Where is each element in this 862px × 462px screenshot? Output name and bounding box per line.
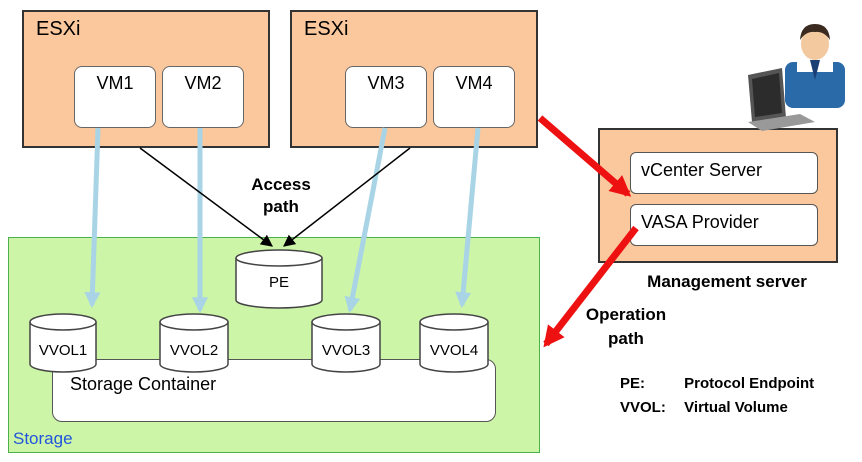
esxi-host-1-label: ESXi [36, 18, 81, 40]
operation-arrow-to-vasa [537, 115, 632, 197]
vm3-label: VM3 [367, 73, 405, 93]
legend-row-vvol: VVOL: Virtual Volume [620, 399, 788, 416]
vm2: VM2 [162, 66, 244, 128]
storage-label: Storage [13, 429, 73, 448]
legend-row-pe: PE: Protocol Endpoint [620, 375, 814, 392]
storage-container [52, 359, 496, 422]
vcenter-server: vCenter Server [630, 152, 818, 194]
vm4: VM4 [433, 66, 515, 128]
vasa-provider: VASA Provider [630, 204, 818, 246]
access-line-host1 [139, 147, 273, 247]
legend-term-pe: PE: [620, 375, 646, 392]
vvol4-cylinder [419, 313, 489, 373]
io-arrow-vm3 [344, 127, 388, 314]
operation-path-line2: path [608, 329, 644, 348]
vvol4-label: VVOL4 [429, 342, 479, 359]
esxi-host-2-label: ESXi [304, 18, 349, 40]
vvol3-cylinder [311, 313, 381, 373]
vm1: VM1 [74, 66, 156, 128]
operation-path-line1: Operation [585, 305, 667, 324]
access-path-line2: path [263, 197, 299, 216]
management-server-caption: Management server [647, 272, 807, 291]
vvol2-label: VVOL2 [169, 342, 219, 359]
vm1-label: VM1 [96, 73, 134, 93]
io-arrow-vm4 [455, 127, 481, 309]
vm2-label: VM2 [184, 73, 222, 93]
operation-arrow-to-storage [543, 225, 639, 348]
vcenter-server-label: vCenter Server [641, 160, 763, 180]
legend-term-vvol: VVOL: [620, 399, 666, 416]
legend-def-pe: Protocol Endpoint [684, 375, 815, 392]
vvol2-cylinder [159, 313, 229, 373]
io-arrow-vm1 [84, 127, 101, 309]
vasa-provider-label: VASA Provider [641, 212, 759, 232]
admin-person-laptop-icon [748, 24, 845, 131]
vm3: VM3 [345, 66, 427, 128]
pe-label: PE [268, 274, 289, 291]
vvol1-cylinder [29, 313, 97, 373]
access-line-host2 [283, 147, 411, 247]
vvol3-label: VVOL3 [321, 342, 371, 359]
access-path-line1: Access [251, 175, 311, 194]
pe-cylinder [235, 249, 323, 309]
access-path-label: Access path [236, 174, 326, 218]
storage-container-label: Storage Container [70, 374, 217, 394]
legend-def-vvol: Virtual Volume [684, 399, 788, 416]
operation-path-label: Operation path [574, 303, 678, 351]
vm4-label: VM4 [455, 73, 493, 93]
vvol1-label: VVOL1 [38, 342, 88, 359]
